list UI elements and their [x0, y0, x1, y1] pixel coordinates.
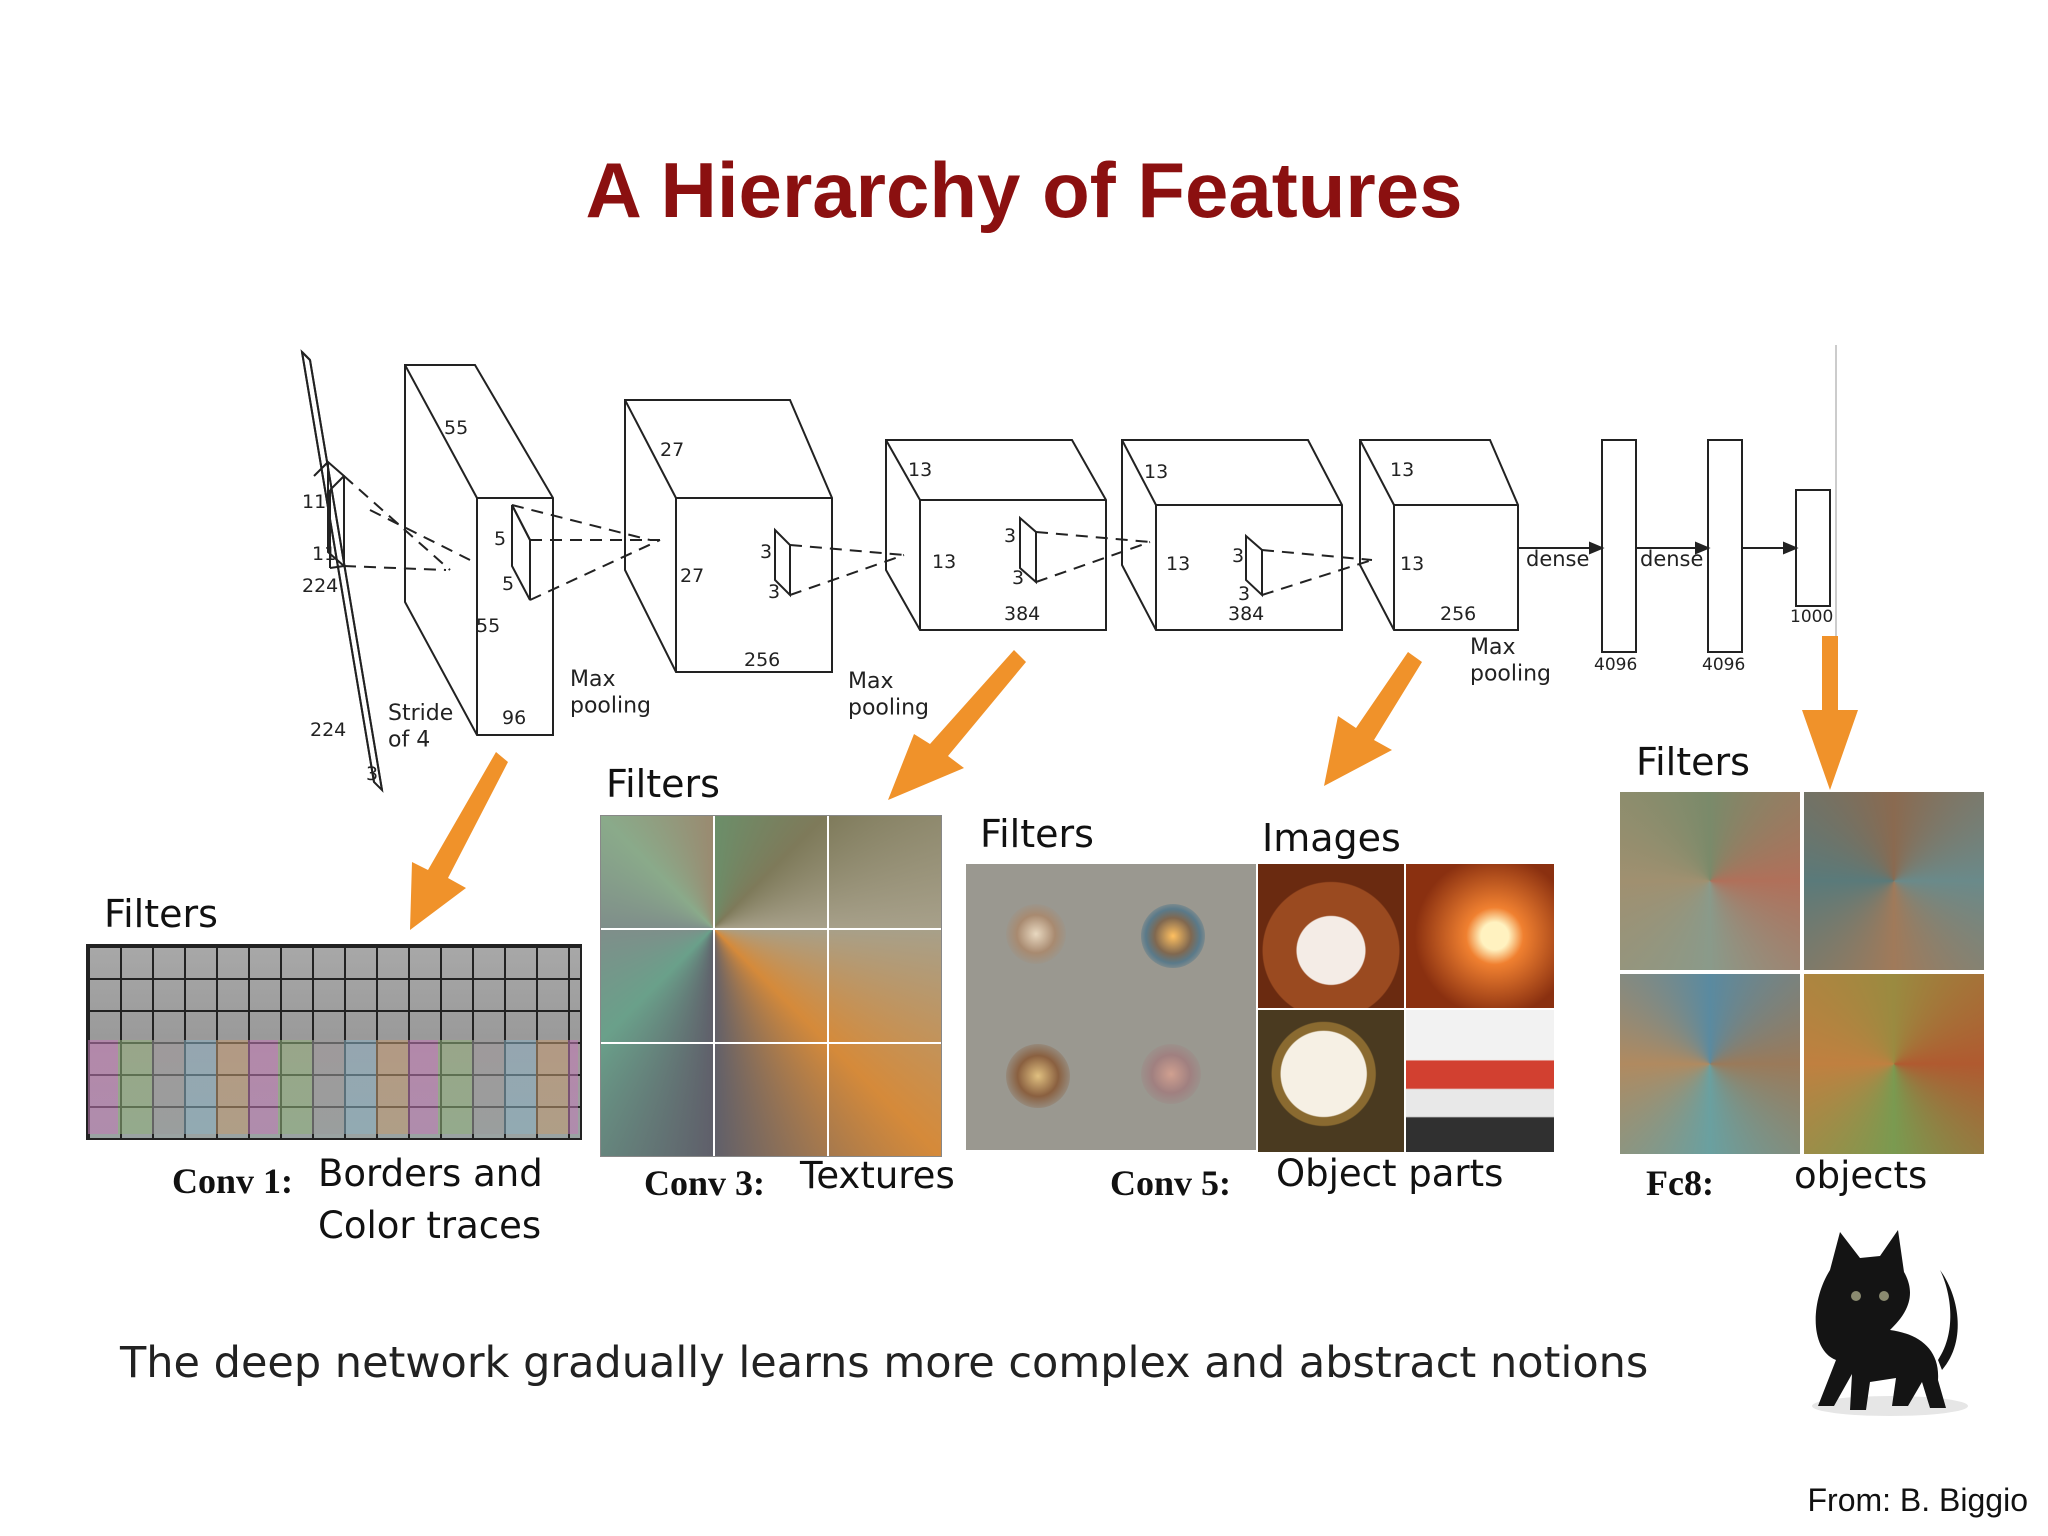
pool1-text: Max [570, 667, 615, 692]
conv1-desc-line2: Color traces [318, 1204, 542, 1247]
fc8-desc: objects [1794, 1154, 1928, 1197]
conv3-box [885, 439, 1107, 631]
label: 4096 [1702, 655, 1745, 675]
label: 11 [302, 491, 326, 513]
label: 13 [1144, 461, 1168, 483]
label: 11 [312, 543, 336, 565]
arrow-conv1 [410, 752, 508, 930]
credit-text: From: B. Biggio [1807, 1482, 2028, 1518]
arrow-conv5 [1324, 652, 1422, 786]
conv5-desc: Object parts [1276, 1152, 1504, 1195]
conv5-filters-heading: Filters [980, 812, 1094, 856]
label: 3 [1012, 567, 1024, 589]
lamp-image [1406, 864, 1554, 1008]
conv3-layer-label: Conv 3: [644, 1163, 766, 1203]
fc7-box [1707, 439, 1743, 653]
label: 27 [680, 565, 704, 587]
fc8-layer-label: Fc8: [1646, 1163, 1714, 1203]
stride-text-line: of 4 [388, 727, 430, 752]
label: 55 [476, 615, 500, 637]
fc8-object-grid [1620, 792, 1984, 1154]
label: 3 [1238, 583, 1250, 605]
label: 384 [1228, 603, 1264, 625]
orange-arrows [410, 636, 1858, 930]
conv1-filters-heading: Filters [104, 892, 218, 936]
label: 4096 [1594, 655, 1637, 675]
conv4-box [1121, 439, 1343, 631]
summary-text: The deep network gradually learns more c… [120, 1338, 1649, 1388]
conv5-layer-label: Conv 5: [1110, 1163, 1232, 1203]
slide-title: A Hierarchy of Features [585, 146, 1463, 234]
label: 224 [302, 575, 338, 597]
conv1-layer-label: Conv 1: [172, 1161, 294, 1201]
pool1-text-line: pooling [570, 693, 651, 718]
fc6-box [1601, 439, 1637, 653]
conv3-filters-heading: Filters [606, 762, 720, 806]
pool3-text: Max [1470, 635, 1515, 660]
pool2-text-line: pooling [848, 695, 929, 720]
conv1-color-filters [88, 1040, 578, 1134]
stride-text: Stride [388, 701, 453, 726]
conv2-box [624, 399, 833, 673]
label: 13 [1390, 459, 1414, 481]
label: 13 [932, 551, 956, 573]
label: 5 [494, 528, 506, 550]
label: 3 [760, 541, 772, 563]
conv3-desc: Textures [800, 1154, 955, 1197]
label: 3 [768, 581, 780, 603]
pool2-text: Max [848, 669, 893, 694]
conv1-desc-line1: Borders and [318, 1152, 543, 1195]
conv5-box [1359, 439, 1519, 631]
label: 27 [660, 439, 684, 461]
label: 256 [744, 649, 780, 671]
roosters-image [1620, 792, 1800, 970]
ships-image [1620, 974, 1800, 1154]
filter-blob [1141, 904, 1205, 968]
conv5-images-heading: Images [1262, 816, 1401, 860]
fc8-box [1795, 489, 1831, 607]
kitten-image [1812, 1230, 1968, 1416]
arrow-fc8 [1802, 636, 1858, 790]
label: 384 [1004, 603, 1040, 625]
label: dense [1526, 547, 1589, 571]
filter-blob [1006, 1044, 1070, 1108]
label: 96 [502, 707, 526, 729]
arrow-conv3 [888, 650, 1026, 800]
label: 1000 [1790, 607, 1833, 627]
label: 13 [1400, 553, 1424, 575]
label: dense [1640, 547, 1703, 571]
label: 13 [908, 459, 932, 481]
fc8-filters-heading: Filters [1636, 740, 1750, 784]
label: 3 [1232, 545, 1244, 567]
filter-blob [1006, 904, 1066, 964]
chairs-image [1804, 792, 1984, 970]
conv1-box [404, 364, 554, 736]
car-image [1406, 1010, 1554, 1152]
filter-blob [1141, 1044, 1201, 1104]
clock-image [1258, 1010, 1404, 1152]
label: 13 [1166, 553, 1190, 575]
label: 256 [1440, 603, 1476, 625]
label: 55 [444, 417, 468, 439]
dog-image [1258, 864, 1404, 1008]
label: 5 [502, 573, 514, 595]
conv5-example-images [1258, 864, 1554, 1152]
pool3-text-line: pooling [1470, 661, 1551, 686]
label: 3 [1004, 525, 1016, 547]
conv3-texture-grid [600, 815, 942, 1157]
label: 224 [310, 719, 346, 741]
conv5-filter-visualizations [966, 864, 1256, 1150]
fruits-image [1804, 974, 1984, 1154]
label: 3 [366, 763, 378, 785]
